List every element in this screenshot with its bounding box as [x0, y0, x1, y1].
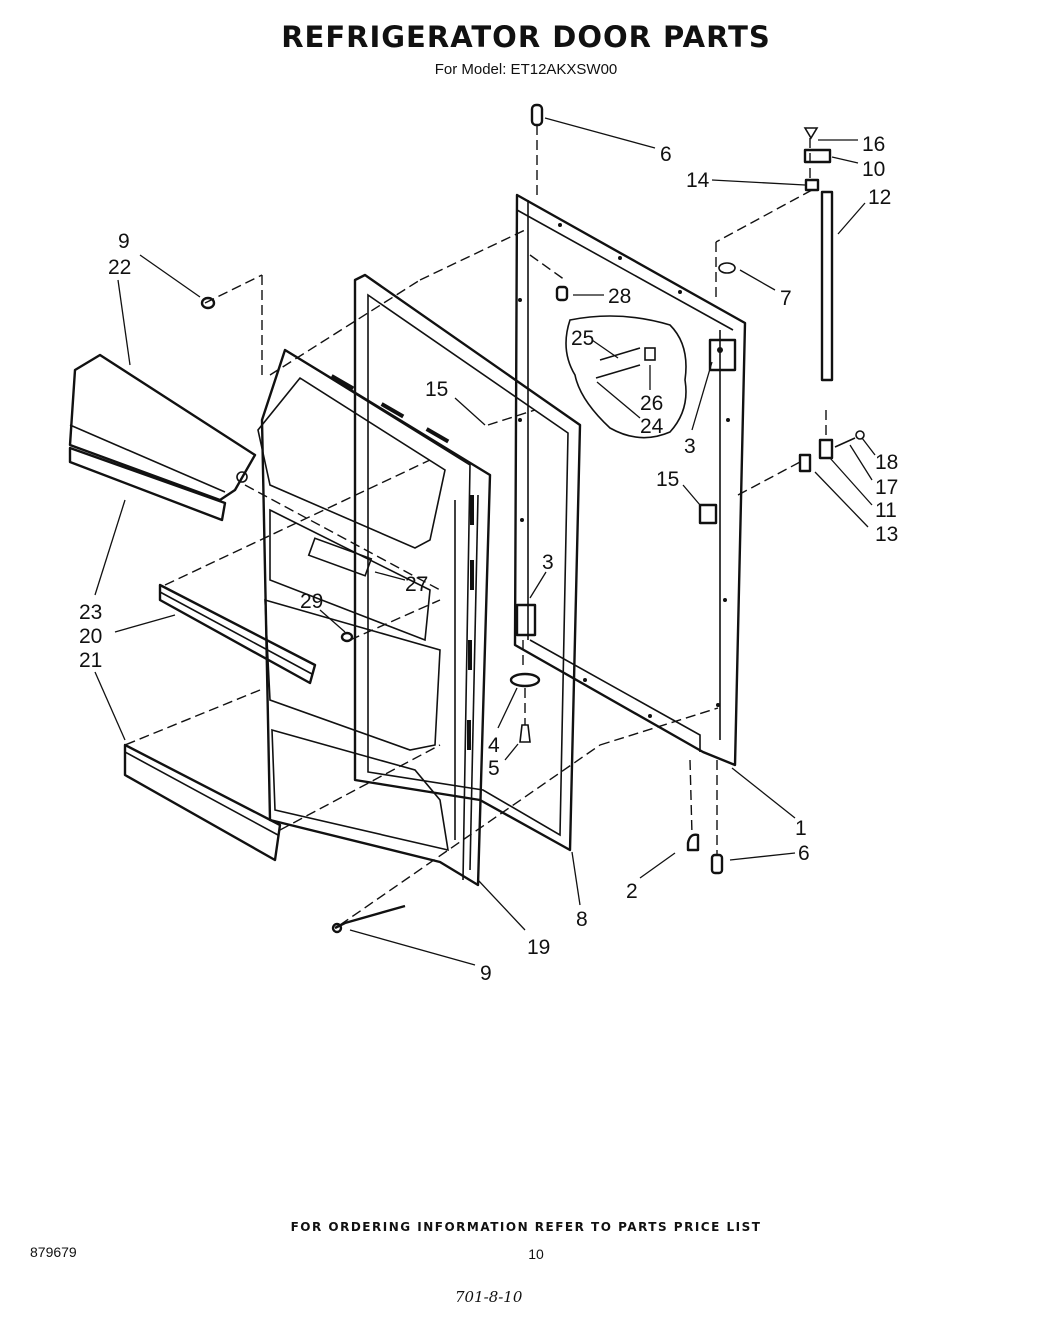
panel-holes [518, 223, 730, 718]
callout-9-upper: 9 [118, 230, 130, 253]
ordering-note: FOR ORDERING INFORMATION REFER TO PARTS … [290, 1220, 762, 1234]
callout-17: 17 [875, 476, 898, 499]
callout-10: 10 [862, 158, 885, 181]
small-screws [200, 285, 724, 934]
callout-19: 19 [527, 936, 550, 959]
callout-29: 29 [300, 590, 323, 613]
callout-7: 7 [780, 287, 792, 310]
callout-16: 16 [862, 133, 885, 156]
callout-6-top: 6 [660, 143, 672, 166]
callout-3-upper: 3 [684, 435, 696, 458]
callout-23: 23 [79, 601, 102, 624]
model-subtitle: For Model: ET12AKXSW00 [434, 61, 618, 78]
door-stop-hardware [737, 410, 865, 496]
callout-15-lower: 15 [656, 468, 679, 491]
exploded-view-diagram: 6 16 10 14 12 9 22 28 7 25 26 24 15 3 18… [68, 103, 898, 985]
callout-22: 22 [108, 256, 131, 279]
callout-20: 20 [79, 625, 102, 648]
callout-13: 13 [875, 523, 898, 546]
callout-3-lower: 3 [542, 551, 554, 574]
dairy-door [68, 353, 257, 522]
leader-lines [94, 117, 876, 966]
callout-15-upper: 15 [425, 378, 448, 401]
callout-11: 11 [875, 499, 897, 522]
callout-labels: 6 16 10 14 12 9 22 28 7 25 26 24 15 3 18… [79, 133, 898, 985]
callout-6-bottom: 6 [798, 842, 810, 865]
callout-14: 14 [686, 169, 710, 192]
callout-25: 25 [571, 327, 594, 350]
callout-18: 18 [875, 451, 898, 474]
page-number: 10 [528, 1246, 544, 1262]
handwritten-note: 701-8-10 [455, 1288, 523, 1306]
upper-hinge [698, 262, 737, 525]
callout-1: 1 [795, 817, 807, 840]
callout-24: 24 [640, 415, 664, 438]
callout-5: 5 [488, 757, 500, 780]
callout-4: 4 [488, 734, 500, 757]
insulation-patch [565, 315, 687, 439]
callout-12: 12 [868, 186, 891, 209]
outer-door-panel [513, 193, 747, 767]
inner-door-liner [257, 348, 492, 887]
top-hinge-parts [715, 127, 834, 382]
callout-27: 27 [405, 573, 428, 596]
shelf-bar [158, 583, 317, 685]
callout-26: 26 [640, 392, 663, 415]
callout-28: 28 [608, 285, 631, 308]
liner-slots [330, 374, 474, 750]
callout-8: 8 [576, 908, 588, 931]
lower-shelf-bar [123, 743, 282, 862]
page-title: REFRIGERATOR DOOR PARTS [281, 20, 771, 54]
reference-number: 879679 [30, 1244, 77, 1260]
callout-9-lower: 9 [480, 962, 492, 985]
alignment-lines [124, 229, 719, 926]
callout-2: 2 [626, 880, 638, 903]
lower-hinge [509, 603, 541, 743]
top-screw [530, 103, 544, 195]
callout-21: 21 [79, 649, 102, 672]
